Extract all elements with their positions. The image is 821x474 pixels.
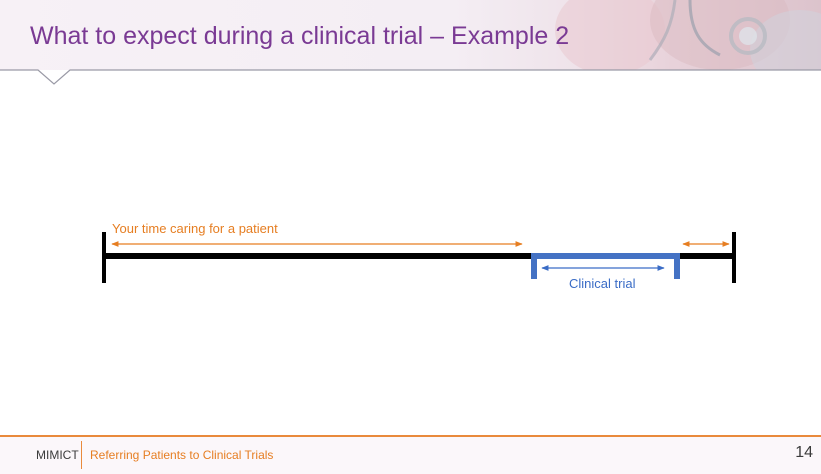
clinical-trial-label: Clinical trial	[569, 276, 636, 291]
footer-separator	[81, 441, 82, 469]
patient-care-label: Your time caring for a patient	[112, 221, 278, 236]
header-rule	[0, 69, 821, 85]
slide-title: What to expect during a clinical trial –…	[30, 22, 570, 50]
footer-org: MIMICT	[36, 448, 79, 462]
footer-rule	[0, 435, 821, 437]
stethoscope-photo	[555, 0, 821, 70]
footer-band	[0, 437, 821, 474]
page-number: 14	[795, 444, 813, 461]
clinical-trial-bracket	[531, 253, 680, 279]
header-band: What to expect during a clinical trial –…	[0, 0, 821, 70]
footer-course: Referring Patients to Clinical Trials	[90, 448, 274, 462]
